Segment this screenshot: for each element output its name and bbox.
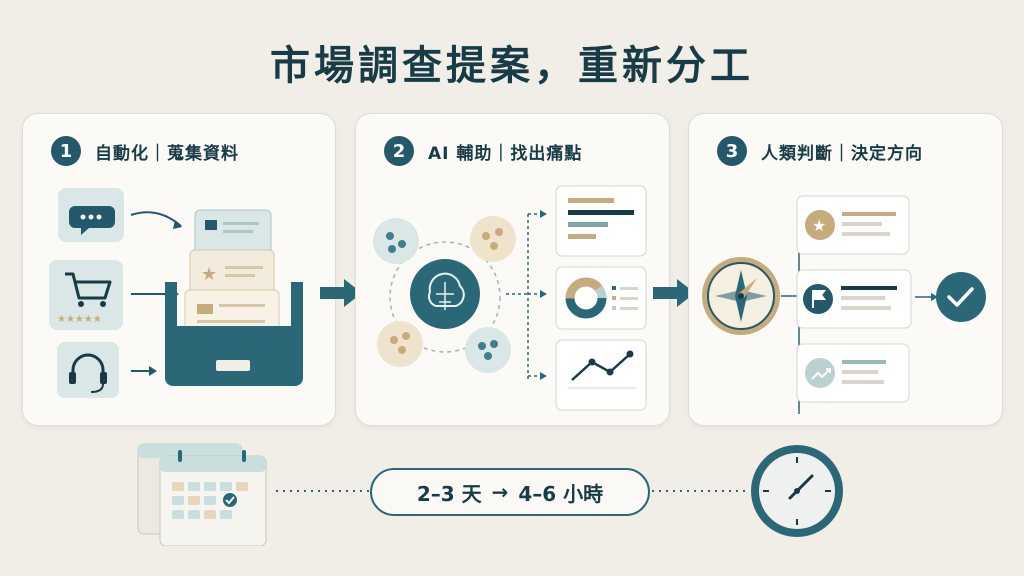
chat-bubble-icon — [58, 188, 124, 242]
flow-arrow-icon — [320, 279, 362, 307]
dotted-connector — [276, 490, 370, 492]
shopping-cart-icon: ★★★★★ — [49, 260, 123, 330]
calendar-icon — [137, 443, 267, 546]
step-3-panel: 3 人類判斷｜決定方向 ★ — [688, 113, 1003, 426]
step-1-number: 1 — [51, 136, 81, 166]
compass-icon — [702, 257, 780, 335]
flag-card — [796, 269, 912, 329]
time-comparison-badge: 2–3 天 → 4–6 小時 — [370, 468, 650, 516]
bar-chart-card — [555, 185, 647, 257]
line-chart-card — [555, 339, 647, 411]
check-icon — [936, 272, 986, 322]
star-card: ★ — [796, 195, 910, 255]
step-1-panel: 1 自動化｜蒐集資料 ★★★★★ — [22, 113, 336, 426]
page-title: 市場調查提案，重新分工 — [270, 43, 754, 89]
step-2-panel: 2 AI 輔助｜找出痛點 — [355, 113, 670, 426]
clock-icon — [751, 445, 843, 537]
step-3-label: 人類判斷｜決定方向 — [761, 143, 923, 164]
trend-card — [796, 343, 910, 403]
step-2-label: AI 輔助｜找出痛點 — [428, 143, 583, 164]
data-tray-icon: ★ — [165, 209, 303, 386]
step-2-number: 2 — [384, 136, 414, 166]
dotted-connector — [652, 490, 746, 492]
arrow-right-icon: → — [491, 480, 509, 504]
svg-text:★★★★★: ★★★★★ — [57, 314, 102, 325]
svg-text:★: ★ — [812, 216, 826, 235]
ai-brain-network-icon — [373, 216, 516, 373]
time-before: 2–3 天 — [416, 481, 482, 506]
headset-icon — [57, 342, 119, 398]
step-3-number: 3 — [717, 136, 747, 166]
donut-chart-card — [555, 266, 647, 330]
flow-arrow-icon — [653, 279, 695, 307]
svg-text:★: ★ — [201, 264, 217, 285]
time-after: 4–6 小時 — [518, 481, 604, 506]
step-1-label: 自動化｜蒐集資料 — [95, 143, 239, 164]
